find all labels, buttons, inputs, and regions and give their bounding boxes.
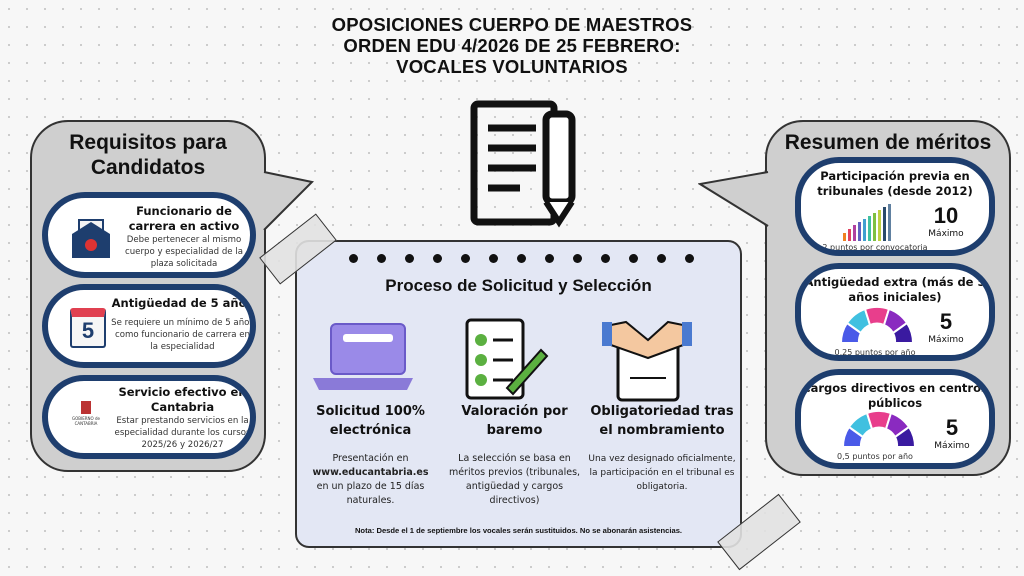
bubble-tail [698, 171, 769, 227]
merit-card: Antigüedad extra (más de 5 años iniciale… [795, 263, 995, 361]
gauge-icon [839, 306, 915, 344]
requirement-card: Funcionario de carrera en activo Debe pe… [42, 192, 256, 278]
process-notebook: Proceso de Solicitud y Selección Solicit… [295, 240, 742, 548]
checklist-icon [465, 318, 549, 400]
process-step: Valoración por baremo La selección se ba… [448, 404, 581, 506]
process-step: Solicitud 100% electrónica Presentación … [312, 404, 429, 506]
laptop-icon [313, 323, 413, 390]
educantabria-link[interactable]: www.educantabria.es [312, 467, 429, 478]
gauge-icon [841, 410, 917, 448]
merit-card: Participación previa en tribunales (desd… [795, 157, 995, 256]
document-pen-icon [470, 100, 576, 228]
page-title: OPOSICIONES CUERPO DE MAESTROS ORDEN EDU… [331, 14, 693, 77]
requirement-card: GOBIERNO de CANTABRIA Servicio efectivo … [42, 375, 256, 459]
bar-growth-icon [843, 204, 891, 241]
handshake-contract-icon [602, 320, 692, 402]
merits-heading: Resumen de méritos [784, 131, 992, 154]
process-step: Obligatoriedad tras el nombramiento Una … [588, 404, 736, 492]
process-heading: Proceso de Solicitud y Selección [385, 276, 652, 295]
cantabria-logo: GOBIERNO de CANTABRIA [62, 401, 110, 426]
envelope-icon [72, 219, 110, 258]
bubble-tail [263, 171, 315, 231]
requirement-card: 5 Antigüedad de 5 años Se requiere un mí… [42, 284, 256, 368]
calendar-icon: 5 [70, 308, 106, 348]
note-text: Nota: Desde el 1 de septiembre los vocal… [354, 526, 683, 535]
